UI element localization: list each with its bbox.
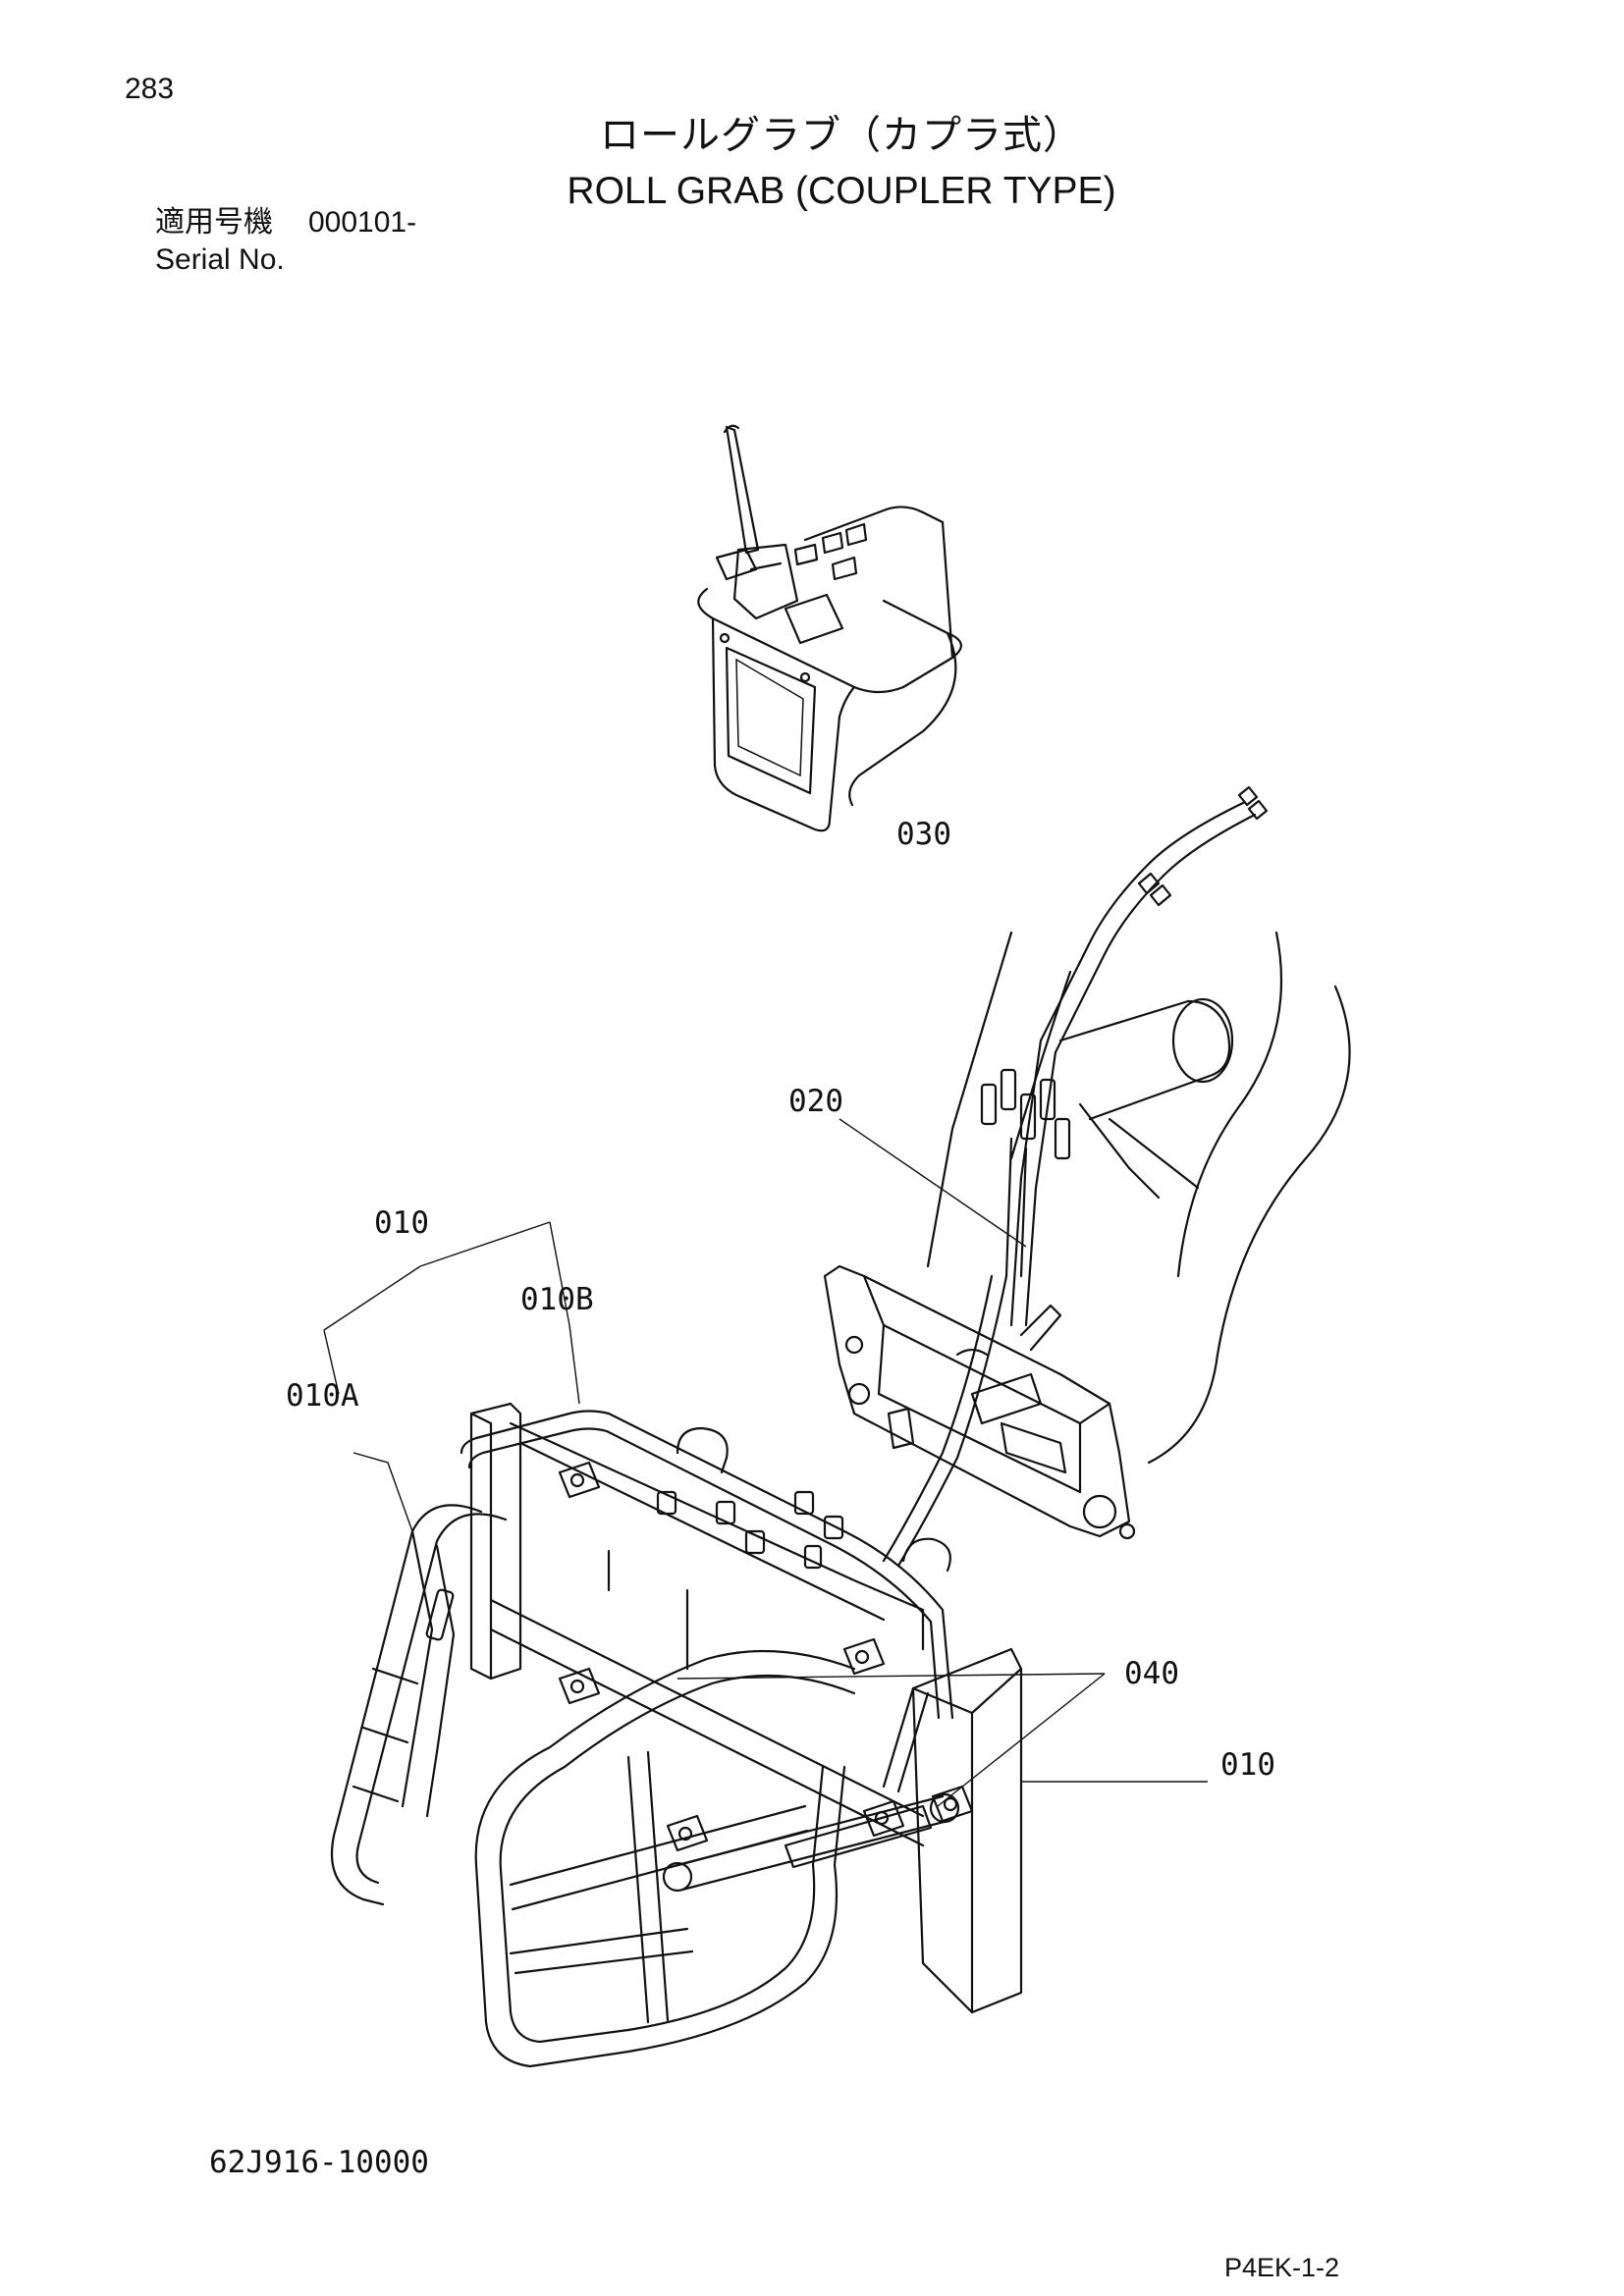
callout-010a: 010A <box>286 1378 359 1414</box>
callout-010b: 010B <box>520 1282 594 1317</box>
hose-assembly-drawing <box>882 785 1269 1568</box>
loader-arm-drawing <box>823 931 1351 1540</box>
roll-grab-drawing <box>330 1402 1023 2068</box>
callout-010-right: 010 <box>1220 1747 1275 1783</box>
serial-number-range: 000101- <box>308 206 417 239</box>
page-title-japanese: ロールグラブ（カプラ式） <box>600 113 1083 158</box>
mount-brackets <box>558 1461 974 1852</box>
callout-040: 040 <box>1124 1656 1179 1691</box>
callout-030: 030 <box>896 817 951 852</box>
control-box-drawing <box>697 424 962 832</box>
page-title-english: ROLL GRAB (COUPLER TYPE) <box>567 170 1116 212</box>
serial-label-english: Serial No. <box>155 243 285 276</box>
drawing-number: 62J916-10000 <box>209 2145 429 2180</box>
callout-010-top: 010 <box>374 1205 429 1241</box>
page-number: 283 <box>125 73 175 105</box>
callout-020: 020 <box>788 1084 843 1119</box>
page-code: P4EK-1-2 <box>1224 2253 1340 2282</box>
serial-label-japanese: 適用号機 <box>155 205 273 240</box>
leader-lines <box>323 1118 1208 1807</box>
